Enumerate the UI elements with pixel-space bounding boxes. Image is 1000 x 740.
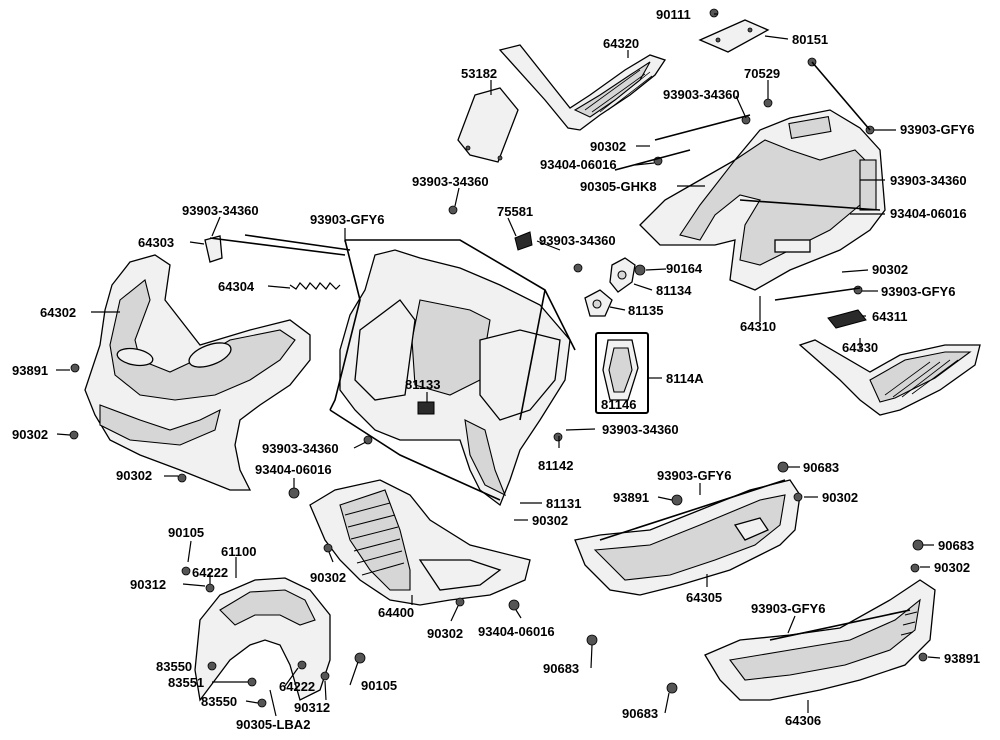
label-81133: 81133 xyxy=(405,377,440,392)
label-83550-a: 83550 xyxy=(156,659,192,674)
label-90302-b: 90302 xyxy=(872,262,908,277)
label-90302-f: 90302 xyxy=(532,513,568,528)
label-90683-d: 90683 xyxy=(622,706,658,721)
label-90302-a: 90302 xyxy=(590,139,626,154)
label-93903-34360-c: 93903-34360 xyxy=(412,174,489,189)
label-90305-lba2: 90305-LBA2 xyxy=(236,717,310,732)
label-64310: 64310 xyxy=(740,319,776,334)
label-90305-ghk8: 90305-GHK8 xyxy=(580,179,657,194)
part-64304-spring xyxy=(289,282,341,290)
label-8114a: 8114A xyxy=(666,371,704,386)
leader-lines xyxy=(56,13,941,717)
part-64306-lower-side-cover xyxy=(704,579,936,701)
label-93903-gfy6-e: 93903-GFY6 xyxy=(751,601,825,616)
label-81134: 81134 xyxy=(656,283,692,298)
assembly-lines xyxy=(209,61,911,641)
label-61100: 61100 xyxy=(221,544,256,559)
label-81135: 81135 xyxy=(628,303,663,318)
part-80151-cover-plate xyxy=(698,19,770,53)
label-64304: 64304 xyxy=(218,279,255,294)
label-83551: 83551 xyxy=(168,675,204,690)
label-93903-gfy6-d: 93903-GFY6 xyxy=(657,468,731,483)
part-64400-lower-inner xyxy=(309,479,531,606)
label-93903-34360-g: 93903-34360 xyxy=(602,422,679,437)
label-90105-a: 90105 xyxy=(168,525,204,540)
label-90683-c: 90683 xyxy=(543,661,579,676)
label-90302-d: 90302 xyxy=(116,468,152,483)
label-64311: 64311 xyxy=(872,309,907,324)
label-93903-gfy6-c: 93903-GFY6 xyxy=(881,284,955,299)
label-93404-06016-a: 93404-06016 xyxy=(540,157,617,172)
label-64303: 64303 xyxy=(138,235,174,250)
label-90312-a: 90312 xyxy=(130,577,166,592)
label-80151: 80151 xyxy=(792,32,828,47)
part-90164-screw xyxy=(634,264,646,276)
label-64400: 64400 xyxy=(378,605,414,620)
label-90302-i: 90302 xyxy=(427,626,463,641)
part-81134-bracket xyxy=(609,257,636,293)
part-inner-cover-81131 xyxy=(339,249,571,507)
label-93903-34360-a: 93903-34360 xyxy=(663,87,740,102)
label-90302-h: 90302 xyxy=(934,560,970,575)
label-64222-b: 64222 xyxy=(279,679,315,694)
label-90312-b: 90312 xyxy=(294,700,330,715)
part-labels: 90111 80151 64320 53182 70529 93903-3436… xyxy=(12,7,980,732)
part-64320-floor-mat-left xyxy=(498,44,667,131)
label-90683-b: 90683 xyxy=(938,538,974,553)
part-64311-small-plate xyxy=(827,309,867,329)
label-64320: 64320 xyxy=(603,36,639,51)
label-90105-b: 90105 xyxy=(361,678,397,693)
label-81142: 81142 xyxy=(538,458,573,473)
part-64330-floor-mat-right xyxy=(798,339,981,416)
label-90302-c: 90302 xyxy=(12,427,48,442)
label-93891-c: 93891 xyxy=(944,651,980,666)
label-93903-34360-f: 93903-34360 xyxy=(262,441,339,456)
label-93903-34360-e: 93903-34360 xyxy=(539,233,616,248)
label-81146: 81146 xyxy=(601,397,636,412)
label-90683-a: 90683 xyxy=(803,460,839,475)
label-64305: 64305 xyxy=(686,590,722,605)
label-93891-b: 93891 xyxy=(613,490,649,505)
label-83550-b: 83550 xyxy=(201,694,237,709)
label-64222-a: 64222 xyxy=(192,565,228,580)
label-93404-06016-d: 93404-06016 xyxy=(478,624,555,639)
label-93903-34360-b: 93903-34360 xyxy=(890,173,967,188)
label-64330: 64330 xyxy=(842,340,878,355)
part-75581-clip xyxy=(514,231,533,251)
part-53182-lid xyxy=(457,87,519,163)
label-93404-06016-b: 93404-06016 xyxy=(890,206,967,221)
label-81131: 81131 xyxy=(546,496,581,511)
label-53182: 53182 xyxy=(461,66,497,81)
label-93404-06016-c: 93404-06016 xyxy=(255,462,332,477)
label-64306: 64306 xyxy=(785,713,821,728)
label-70529: 70529 xyxy=(744,66,780,81)
part-64303-clip xyxy=(204,235,223,263)
label-90164: 90164 xyxy=(666,261,703,276)
part-81135-plate xyxy=(584,289,613,317)
label-75581: 75581 xyxy=(497,204,533,219)
label-93903-gfy6-a: 93903-GFY6 xyxy=(900,122,974,137)
label-64302: 64302 xyxy=(40,305,76,320)
part-64305-side-cover xyxy=(574,479,801,596)
part-8114a-box xyxy=(595,332,649,414)
part-64302-front-cover xyxy=(84,254,311,491)
label-90302-e: 90302 xyxy=(822,490,858,505)
label-90302-g: 90302 xyxy=(310,570,346,585)
label-93891-a: 93891 xyxy=(12,363,48,378)
label-90111: 90111 xyxy=(656,7,691,22)
label-93903-gfy6-b: 93903-GFY6 xyxy=(310,212,384,227)
label-93903-34360-d: 93903-34360 xyxy=(182,203,259,218)
